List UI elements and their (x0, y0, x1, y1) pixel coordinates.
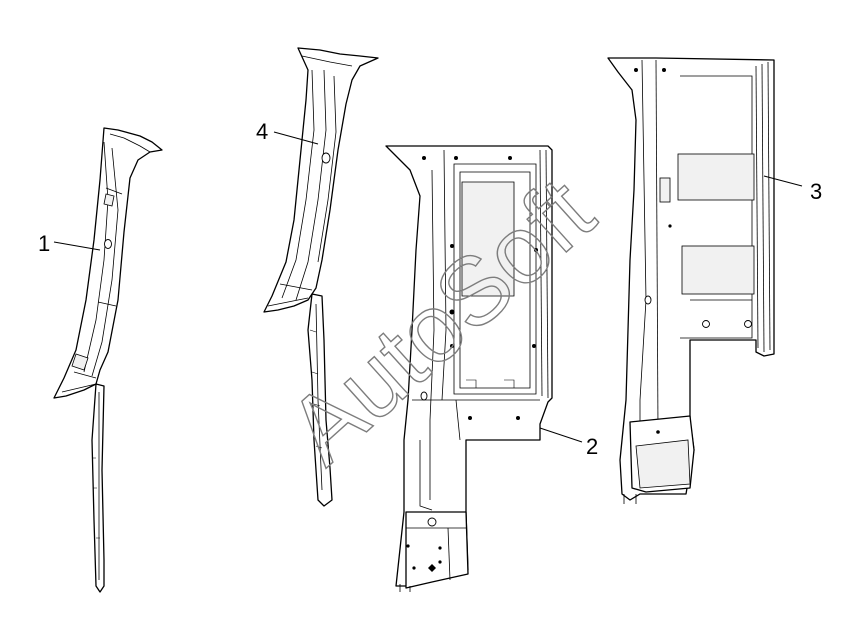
part-4-pillar-trim (263, 47, 379, 507)
leader-4 (273, 131, 319, 145)
leader-2 (539, 427, 583, 443)
leader-3 (763, 175, 803, 187)
callout-2: 2 (586, 434, 598, 459)
part-1-a-pillar-trim (53, 127, 163, 593)
callout-3: 3 (810, 179, 822, 204)
callout-1: 1 (38, 231, 50, 256)
part-2-b-pillar-trim (385, 145, 553, 592)
callout-4: 4 (256, 119, 268, 144)
part-3-c-pillar-trim (607, 57, 775, 504)
leader-1 (53, 241, 101, 251)
